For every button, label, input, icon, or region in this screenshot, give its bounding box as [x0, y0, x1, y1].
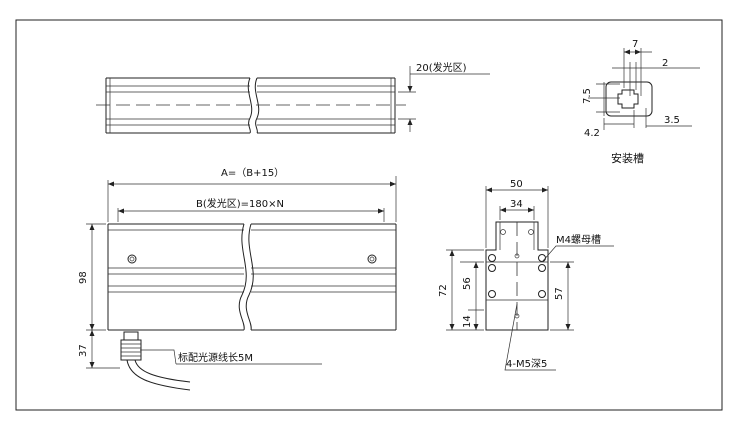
end-height-56-label: 56: [462, 277, 473, 290]
overall-length-label: A=（B+15）: [221, 167, 284, 179]
emit-width-label: 20(发光区): [416, 61, 467, 74]
screw-note: 4-M5深5: [506, 358, 547, 370]
front-view: [86, 176, 397, 391]
cable-note: 标配光源线长5M: [178, 351, 253, 364]
height-98-label: 98: [78, 271, 89, 284]
end-width-34-label: 34: [510, 199, 523, 210]
top-view: [96, 66, 490, 134]
slot-caption: 安装槽: [611, 151, 644, 165]
height-37-label: 37: [78, 344, 89, 357]
slot-dim-2: 2: [662, 58, 668, 69]
nut-slot-label: M4螺母槽: [556, 233, 601, 246]
end-width-50-label: 50: [510, 179, 523, 190]
slot-dim-7-5: 7.5: [582, 88, 593, 104]
slot-dim-3-5: 3.5: [664, 115, 680, 126]
slot-dim-4-2: 4.2: [584, 128, 600, 139]
slot-dim-7: 7: [632, 39, 638, 50]
end-view: [446, 186, 614, 371]
end-height-14-label: 14: [462, 315, 473, 328]
end-height-72-label: 72: [438, 284, 449, 297]
drawing-border: [15, 19, 723, 411]
slot-detail: [588, 48, 700, 130]
end-height-57-label: 57: [554, 287, 565, 300]
emit-length-label: B(发光区)=180×N: [196, 197, 284, 210]
